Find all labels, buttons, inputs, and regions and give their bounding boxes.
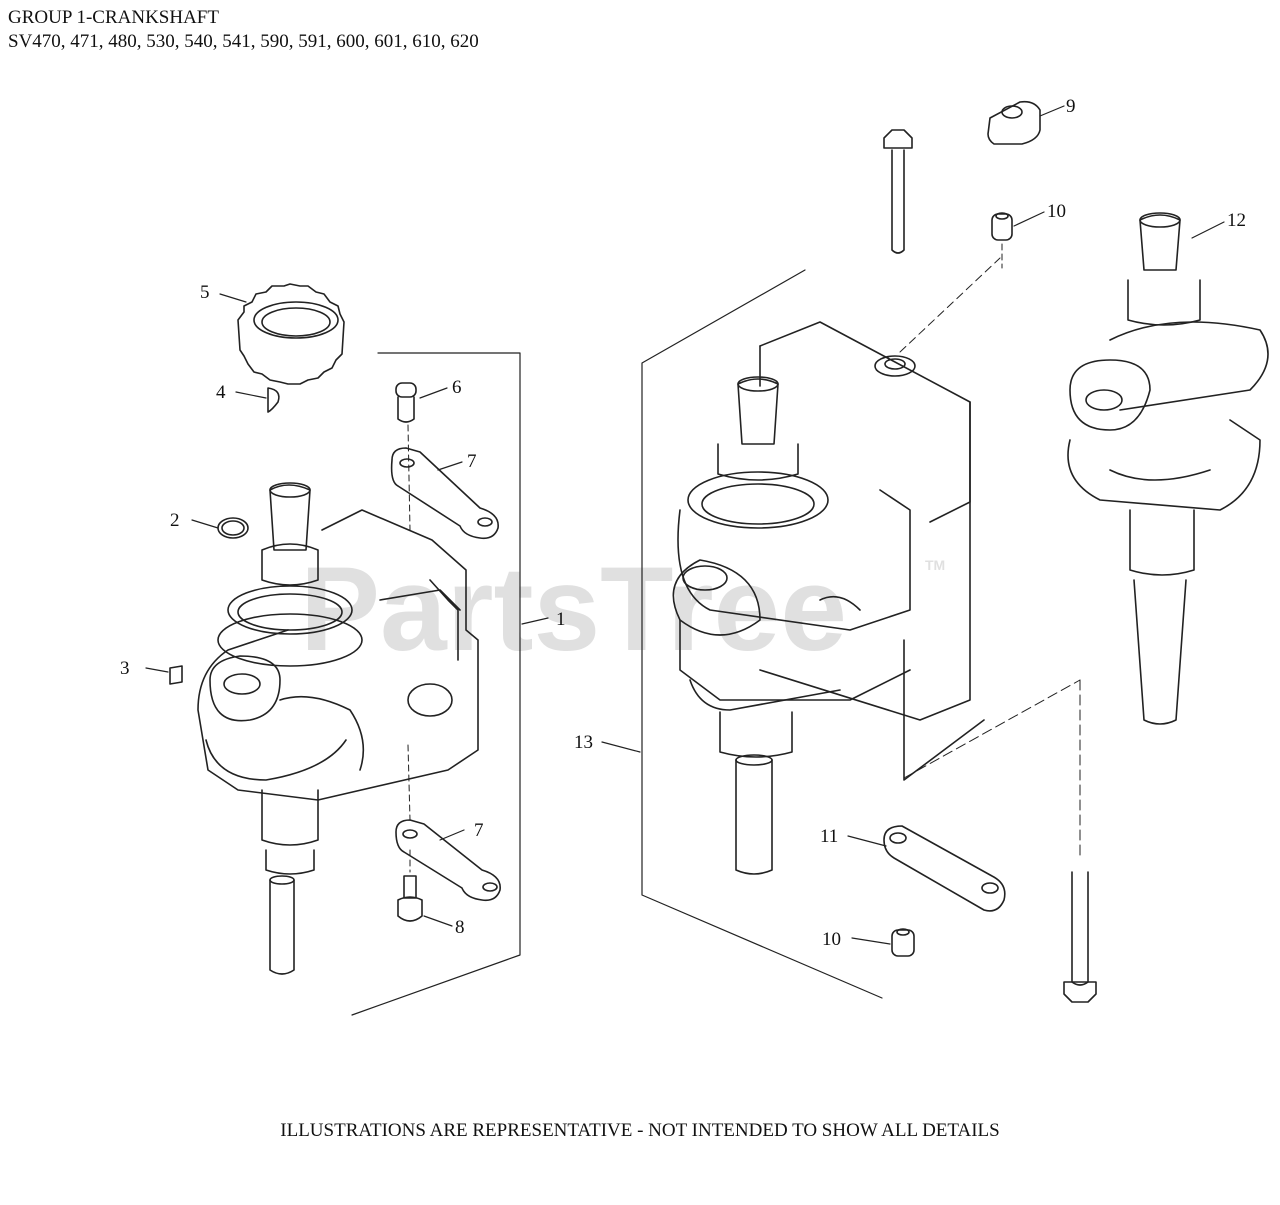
callout-10-upper: 10 bbox=[1047, 201, 1066, 222]
assembly-13-bracket bbox=[641, 269, 883, 999]
assembly-1-bracket bbox=[351, 352, 521, 1016]
callout-numbers: 1 2 3 4 5 6 7 7 8 9 10 10 11 12 13 bbox=[120, 96, 1246, 950]
svg-text:PartsTree: PartsTree bbox=[300, 542, 847, 676]
link-part-7-lower bbox=[395, 744, 501, 902]
callout-4: 4 bbox=[216, 382, 226, 403]
callout-12: 12 bbox=[1227, 210, 1246, 231]
block-part-9 bbox=[987, 100, 1041, 145]
bolt-part-8 bbox=[397, 849, 423, 922]
long-bolt-upper bbox=[883, 129, 913, 254]
diagram-title: GROUP 1-CRANKSHAFT SV470, 471, 480, 530,… bbox=[8, 6, 479, 54]
crankshaft-assembly-center bbox=[672, 257, 1001, 875]
callout-5: 5 bbox=[200, 282, 210, 303]
link-part-11 bbox=[883, 825, 1006, 912]
callout-10-lower: 10 bbox=[822, 929, 841, 950]
key-part-4 bbox=[267, 387, 280, 413]
disclaimer-footer: ILLUSTRATIONS ARE REPRESENTATIVE - NOT I… bbox=[280, 1120, 1000, 1141]
ring-part-2 bbox=[217, 517, 249, 539]
leader-lines bbox=[145, 105, 1225, 945]
callout-9: 9 bbox=[1066, 96, 1076, 117]
sleeve-part-10-lower bbox=[891, 928, 915, 957]
gear-part-5 bbox=[237, 283, 345, 385]
long-bolt-lower bbox=[903, 679, 1097, 1003]
callout-11: 11 bbox=[820, 826, 838, 847]
link-part-7-upper bbox=[390, 447, 499, 540]
group-title: GROUP 1-CRANKSHAFT bbox=[8, 7, 219, 28]
svg-text:TM: TM bbox=[925, 557, 945, 573]
screw-part-6 bbox=[395, 382, 417, 531]
callout-6: 6 bbox=[452, 377, 462, 398]
key-part-3 bbox=[169, 665, 183, 685]
callout-7-lower: 7 bbox=[474, 820, 484, 841]
sleeve-part-10-upper bbox=[991, 212, 1013, 269]
callout-2: 2 bbox=[170, 510, 180, 531]
callout-1: 1 bbox=[556, 609, 566, 630]
model-list: SV470, 471, 480, 530, 540, 541, 590, 591… bbox=[8, 31, 479, 52]
callout-3: 3 bbox=[120, 658, 130, 679]
callout-7-upper: 7 bbox=[467, 451, 477, 472]
partstree-watermark: PartsTree TM bbox=[300, 542, 945, 676]
callout-8: 8 bbox=[455, 917, 465, 938]
callout-13: 13 bbox=[574, 732, 593, 753]
crankshaft-assembly-left bbox=[197, 482, 479, 975]
crankshaft-part-12 bbox=[1067, 212, 1269, 725]
